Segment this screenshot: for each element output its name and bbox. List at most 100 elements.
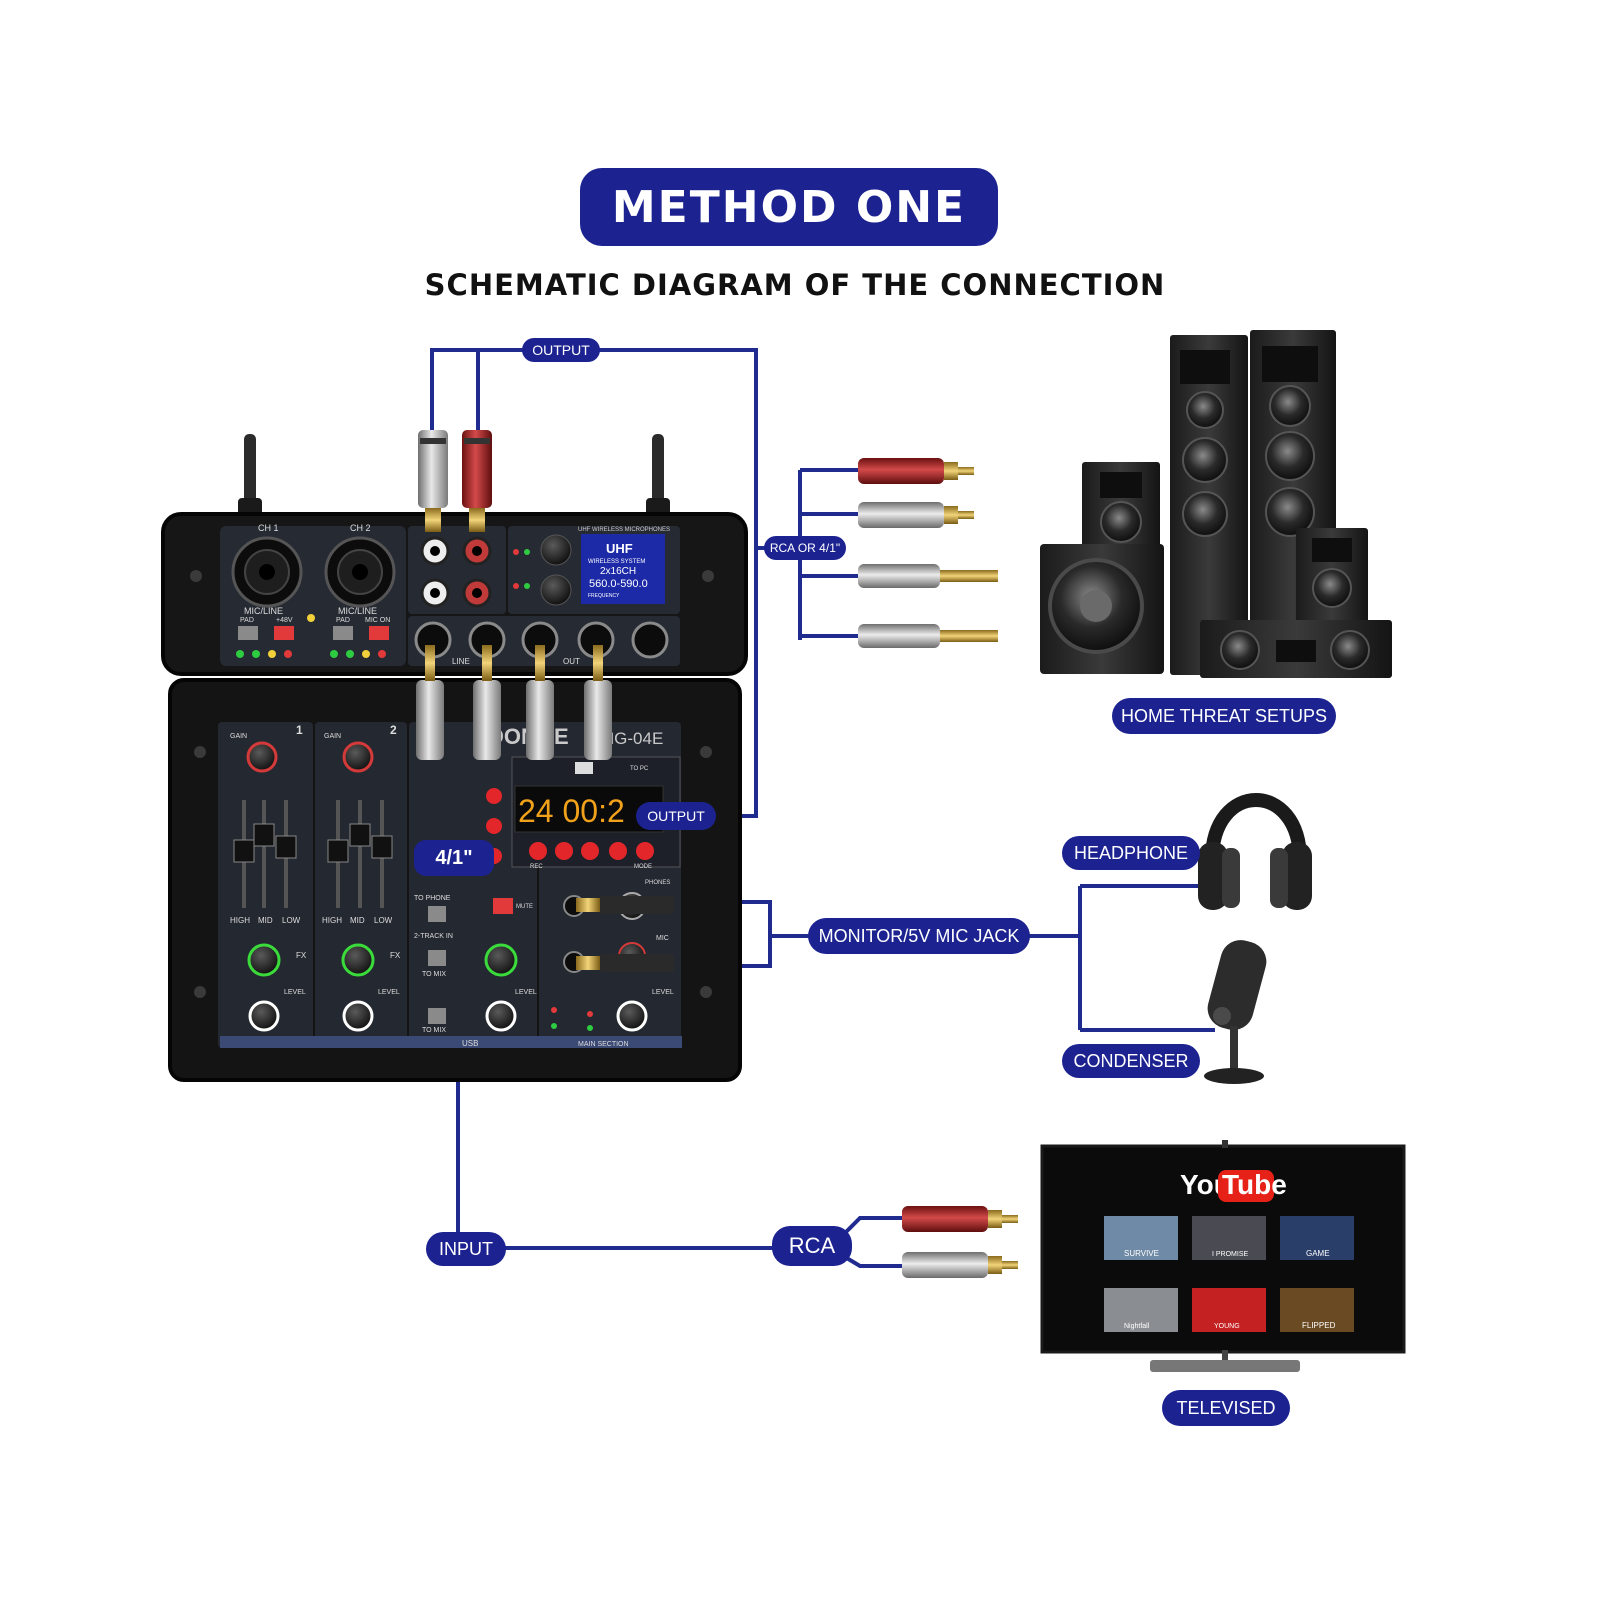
svg-text:HIGH: HIGH (322, 916, 342, 925)
svg-text:TO PHONE: TO PHONE (414, 895, 451, 902)
svg-text:2x16CH: 2x16CH (600, 566, 636, 577)
gain-knob-ch2[interactable] (342, 741, 374, 773)
svg-text:UHF: UHF (606, 541, 633, 556)
svg-text:GAIN: GAIN (324, 733, 341, 740)
pad-button-ch1[interactable] (238, 626, 258, 640)
svg-text:Nightfall: Nightfall (1124, 1323, 1150, 1330)
svg-text:MID: MID (350, 916, 365, 925)
usb-to-mix-switch[interactable] (428, 1008, 446, 1024)
audio-mixer: CH 1 CH 2 MIC/LINE MIC/LINE +48V PAD PAD… (161, 434, 748, 1082)
output-top-label: OUTPUT (522, 338, 600, 362)
level-knobs[interactable] (248, 1000, 648, 1032)
uhf-display (581, 534, 665, 604)
condenser-label: CONDENSER (1062, 1044, 1200, 1078)
svg-text:FX: FX (296, 951, 307, 960)
rca-label: RCA (772, 1226, 852, 1266)
input-label: INPUT (426, 1232, 506, 1266)
svg-text:SURVIVE: SURVIVE (1124, 1249, 1159, 1258)
to-mix-switch[interactable] (428, 950, 446, 966)
svg-text:PHONES: PHONES (645, 880, 670, 886)
svg-text:LEVEL: LEVEL (652, 989, 674, 996)
svg-text:WIRELESS SYSTEM: WIRELESS SYSTEM (588, 559, 645, 565)
svg-text:2-TRACK IN: 2-TRACK IN (414, 933, 453, 940)
condenser-microphone (1204, 940, 1267, 1084)
svg-text:HIGH: HIGH (230, 916, 250, 925)
svg-text:USB: USB (462, 1039, 478, 1048)
home-theater-speakers (1040, 330, 1392, 678)
svg-text:OUT: OUT (563, 657, 580, 666)
mixer-model: MG-04E (600, 729, 663, 748)
svg-text:TO MIX: TO MIX (422, 971, 446, 978)
mute-button[interactable] (493, 898, 513, 914)
tv-thumbnails (1104, 1216, 1354, 1332)
playback-buttons[interactable] (529, 842, 654, 860)
svg-text:REC: REC (530, 864, 543, 870)
televised-label: TELEVISED (1162, 1390, 1290, 1426)
method-title-badge: METHOD ONE (580, 168, 998, 246)
pad-button-ch2[interactable] (333, 626, 353, 640)
tv-stand (1150, 1360, 1300, 1372)
svg-text:+48V: +48V (276, 617, 293, 624)
svg-text:GAME: GAME (1306, 1249, 1330, 1258)
svg-text:MUTE: MUTE (516, 904, 533, 910)
display-readout: 24 00:2 (518, 793, 625, 829)
svg-text:MODE: MODE (634, 864, 652, 870)
svg-text:2: 2 (390, 723, 397, 737)
svg-text:TO MIX: TO MIX (422, 1027, 446, 1034)
eq-sliders-ch1[interactable] (233, 800, 297, 908)
svg-text:LOW: LOW (282, 916, 301, 925)
svg-text:LEVEL: LEVEL (284, 989, 306, 996)
svg-text:GAIN: GAIN (230, 733, 247, 740)
method-title: METHOD ONE (611, 181, 967, 233)
mic-on-button[interactable] (369, 626, 389, 640)
uhf-knob-b[interactable] (540, 574, 572, 606)
home-theater-label: HOME THREAT SETUPS (1112, 698, 1336, 734)
xlr-jack-ch2[interactable] (324, 536, 396, 608)
ch2-label: CH 2 (350, 523, 371, 533)
headphones (1198, 793, 1312, 910)
svg-text:MIC/LINE: MIC/LINE (338, 606, 377, 616)
tv-logo-tube: Tube (1222, 1169, 1287, 1200)
xlr-jack-ch1[interactable] (231, 536, 303, 608)
fx-knob-master[interactable] (484, 943, 518, 977)
svg-text:FX: FX (390, 951, 401, 960)
speaker-cable-plugs (858, 458, 998, 648)
svg-text:I PROMISE: I PROMISE (1212, 1251, 1249, 1258)
headphone-label: HEADPHONE (1062, 836, 1200, 870)
monitor-plugs (576, 896, 674, 972)
fx-knob-ch1[interactable] (247, 943, 281, 977)
svg-text:MIC: MIC (656, 935, 669, 942)
svg-text:1: 1 (296, 723, 303, 737)
gain-knob-ch1[interactable] (246, 741, 278, 773)
to-phone-switch[interactable] (428, 906, 446, 922)
svg-text:560.0-590.0: 560.0-590.0 (589, 578, 648, 590)
antenna-left (244, 434, 256, 516)
svg-text:YOUNG: YOUNG (1214, 1323, 1240, 1330)
svg-text:FREQUENCY: FREQUENCY (588, 593, 620, 599)
uhf-knob-a[interactable] (540, 534, 572, 566)
svg-text:LEVEL: LEVEL (378, 989, 400, 996)
svg-text:LINE: LINE (452, 657, 470, 666)
tv-cable-plugs (902, 1206, 1018, 1278)
svg-text:MAIN SECTION: MAIN SECTION (578, 1041, 629, 1048)
svg-text:LOW: LOW (374, 916, 393, 925)
monitor-jack-label: MONITOR/5V MIC JACK (808, 918, 1030, 954)
svg-text:UHF WIRELESS MICROPHONES: UHF WIRELESS MICROPHONES (578, 527, 670, 533)
svg-text:LEVEL: LEVEL (515, 989, 537, 996)
output-mid-label: OUTPUT (636, 802, 716, 830)
quarter-inch-label: 4/1" (414, 840, 494, 876)
eq-sliders-ch2[interactable] (327, 800, 393, 908)
rca-or-quarter-label: RCA OR 4/1" (764, 536, 846, 560)
svg-text:TO PC: TO PC (630, 766, 649, 772)
svg-text:MIC ON: MIC ON (365, 617, 390, 624)
svg-text:MIC/LINE: MIC/LINE (244, 606, 283, 616)
rca-plugs-mixer-out (418, 430, 492, 532)
svg-text:PAD: PAD (240, 617, 254, 624)
ch1-label: CH 1 (258, 523, 279, 533)
antenna-right (652, 434, 664, 516)
svg-text:MID: MID (258, 916, 273, 925)
fx-knob-ch2[interactable] (341, 943, 375, 977)
svg-text:PAD: PAD (336, 617, 350, 624)
phantom-button[interactable] (274, 626, 294, 640)
